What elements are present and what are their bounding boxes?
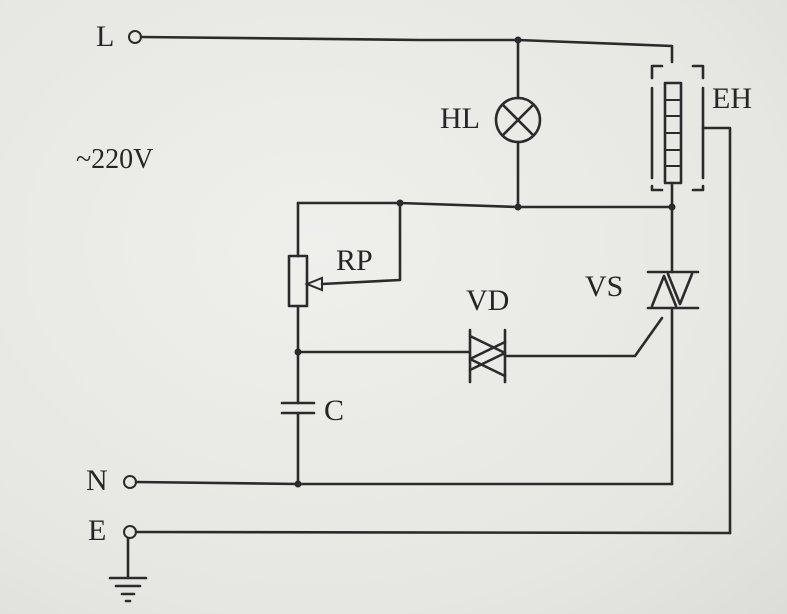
lamp-label: HL — [440, 102, 480, 135]
terminal-label-n: N — [86, 464, 108, 497]
capacitor-c-symbol — [280, 350, 316, 488]
diac-vd-symbol — [296, 316, 664, 384]
capacitor-label: C — [324, 394, 345, 427]
supply-voltage-label: ~220V — [76, 144, 154, 175]
terminal-label-e: E — [88, 514, 107, 547]
triac-label: VS — [585, 270, 624, 303]
live-wire — [128, 30, 674, 64]
potentiometer-rp-symbol — [287, 201, 402, 356]
earth-wire — [123, 525, 732, 580]
neutral-wire — [123, 475, 674, 489]
heater-label: EH — [712, 82, 752, 115]
ground-icon — [108, 576, 148, 603]
heater-eh-symbol — [650, 64, 732, 535]
terminal-label-l: L — [96, 20, 115, 53]
lamp-hl-symbol — [494, 36, 542, 211]
control-bus — [296, 199, 676, 211]
diac-label: VD — [466, 284, 510, 317]
potentiometer-label: RP — [336, 244, 373, 277]
triac-vs-symbol — [646, 205, 700, 486]
